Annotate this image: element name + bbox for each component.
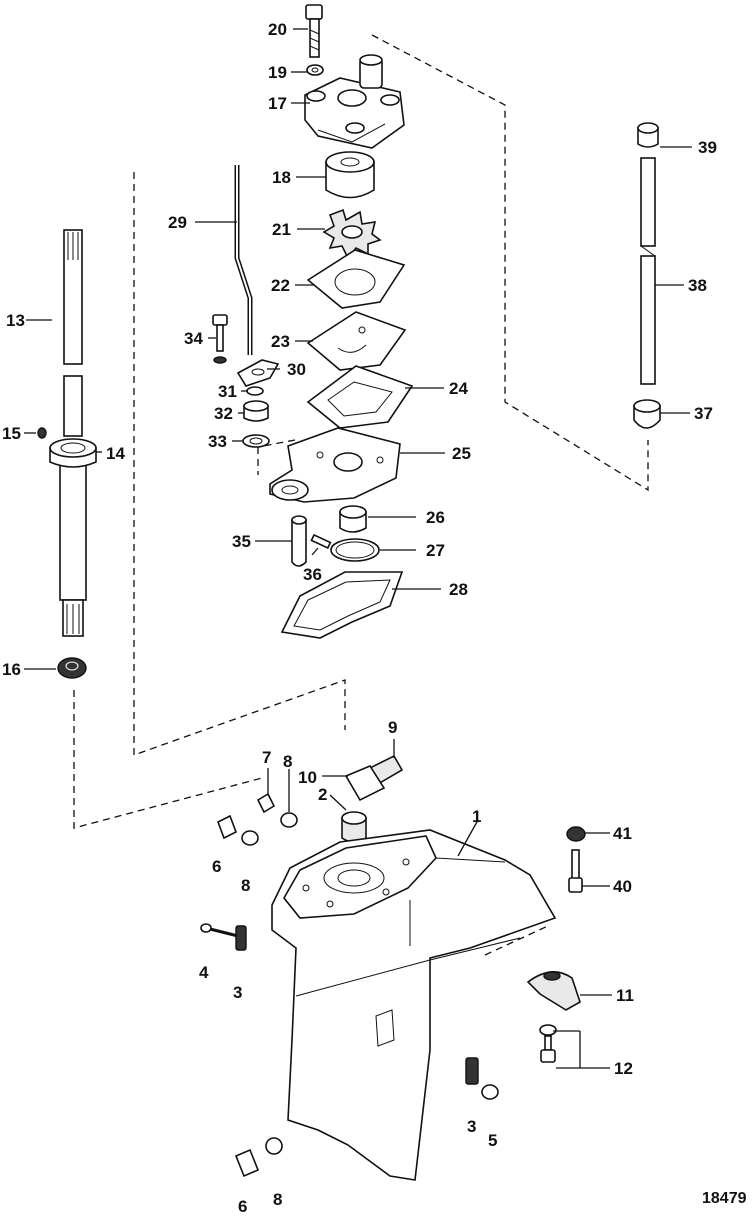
washer-33 xyxy=(242,434,270,448)
callout-1: 1 xyxy=(472,807,481,826)
callout-15: 15 xyxy=(2,424,21,443)
bolt-40 xyxy=(568,849,583,893)
clip-3a xyxy=(235,925,247,951)
callout-6b: 6 xyxy=(238,1197,247,1216)
gear-housing-1 xyxy=(271,829,557,1181)
callout-40: 40 xyxy=(613,877,632,896)
callout-25: 25 xyxy=(452,444,471,463)
water-tube-38 xyxy=(640,157,656,385)
callout-17: 17 xyxy=(268,94,287,113)
retainer-30 xyxy=(236,359,280,387)
callout-5: 5 xyxy=(488,1131,497,1150)
driveshaft-lower-13 xyxy=(59,375,87,637)
plate-23 xyxy=(306,311,407,371)
shift-shaft-29 xyxy=(234,165,253,355)
gasket-24 xyxy=(306,365,414,429)
retainer-10 xyxy=(344,765,386,802)
callout-38: 38 xyxy=(688,276,707,295)
bushing-32 xyxy=(243,400,269,422)
washer-19 xyxy=(306,64,324,76)
screw-4 xyxy=(200,923,239,938)
washer-41 xyxy=(566,826,586,842)
callout-37: 37 xyxy=(694,404,713,423)
callout-36: 36 xyxy=(303,565,322,584)
callout-13: 13 xyxy=(6,311,25,330)
washer-8b xyxy=(241,830,259,846)
seal-26 xyxy=(339,505,367,533)
screw-6b xyxy=(234,1148,260,1178)
gasket-22 xyxy=(306,249,406,309)
washer-8a xyxy=(280,812,298,828)
callout-24: 24 xyxy=(449,379,468,398)
callout-23: 23 xyxy=(271,332,290,351)
washer-bolt-12 xyxy=(539,1024,557,1063)
callout-2: 2 xyxy=(318,785,327,804)
driveshaft-upper-13 xyxy=(63,229,83,365)
callout-22: 22 xyxy=(271,276,290,295)
callout-33: 33 xyxy=(208,432,227,451)
pump-housing-17 xyxy=(304,54,405,149)
callout-21: 21 xyxy=(272,220,291,239)
insert-18 xyxy=(325,151,375,199)
callout-16: 16 xyxy=(2,660,21,679)
callout-3a: 3 xyxy=(233,983,242,1002)
bushing-2 xyxy=(341,811,367,843)
callout-28: 28 xyxy=(449,580,468,599)
figure-number: 18479 xyxy=(702,1190,747,1207)
gasket-28 xyxy=(280,571,404,639)
callout-14: 14 xyxy=(106,444,125,463)
washer-8c xyxy=(265,1137,283,1155)
callout-34: 34 xyxy=(184,329,203,348)
callout-3b: 3 xyxy=(467,1117,476,1136)
water-pump-base-25 xyxy=(269,427,401,503)
pinion-gear-16 xyxy=(57,657,87,679)
clip-3b xyxy=(465,1057,479,1085)
screw-7 xyxy=(256,792,276,814)
callout-32: 32 xyxy=(214,404,233,423)
callout-19: 19 xyxy=(268,63,287,82)
bolt-20 xyxy=(305,4,323,58)
callout-31: 31 xyxy=(218,382,237,401)
callout-30: 30 xyxy=(287,360,306,379)
coupler-35 xyxy=(291,515,307,567)
grommet-39 xyxy=(637,122,659,148)
callout-27: 27 xyxy=(426,541,445,560)
callout-41: 41 xyxy=(613,824,632,843)
screw-34 xyxy=(212,314,228,364)
callout-35: 35 xyxy=(232,532,251,551)
bearing-14 xyxy=(49,438,97,468)
pin-36 xyxy=(310,533,332,550)
callout-4: 4 xyxy=(199,963,209,982)
impeller-21 xyxy=(322,208,382,260)
grommet-37 xyxy=(633,399,661,429)
callout-8c: 8 xyxy=(273,1190,282,1209)
callout-12: 12 xyxy=(614,1059,633,1078)
o-ring-27 xyxy=(330,538,380,562)
callout-labels: 20 19 17 18 21 22 23 24 25 26 27 28 29 3… xyxy=(2,20,717,1216)
callout-6a: 6 xyxy=(212,857,221,876)
callout-8b: 8 xyxy=(241,876,250,895)
callout-10: 10 xyxy=(298,768,317,787)
callout-18: 18 xyxy=(272,168,291,187)
callout-7: 7 xyxy=(262,748,271,767)
pin-15 xyxy=(37,427,47,439)
callout-9: 9 xyxy=(388,718,397,737)
callout-39: 39 xyxy=(698,138,717,157)
callout-20: 20 xyxy=(268,20,287,39)
callout-29: 29 xyxy=(168,213,187,232)
nut-5 xyxy=(481,1084,499,1100)
callout-8a: 8 xyxy=(283,752,292,771)
o-ring-31 xyxy=(246,386,264,396)
leader-lines xyxy=(24,28,692,1069)
screw-6a xyxy=(216,814,238,840)
callout-11: 11 xyxy=(616,986,634,1005)
callout-26: 26 xyxy=(426,508,445,527)
anode-11 xyxy=(526,971,581,1011)
alignment-lines xyxy=(73,34,649,956)
